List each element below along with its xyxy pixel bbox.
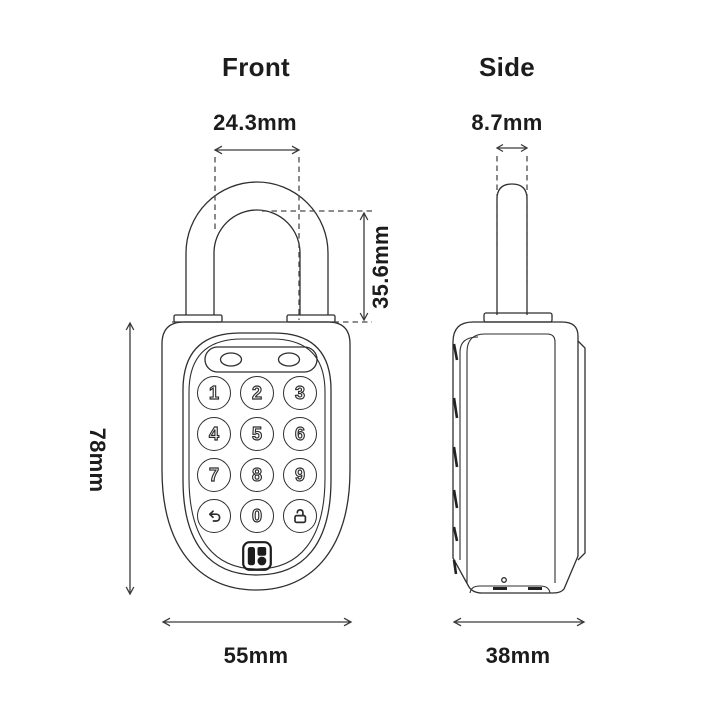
led-strip	[204, 346, 318, 373]
side-body-front-face-line	[459, 336, 479, 560]
dim-body-width-label: 55mm	[223, 643, 289, 668]
side-shackle-bar	[496, 183, 528, 315]
keypad-key-8: 8	[240, 458, 274, 492]
side-body-outline	[452, 321, 579, 594]
dim-body-depth-label: 38mm	[485, 643, 551, 668]
dim-shackle-width-label: 24.3mm	[213, 110, 297, 135]
dim-shackle-diameter-label: 8.7mm	[471, 110, 543, 135]
keypad-key-back	[197, 499, 231, 533]
side-bottom-port-cover	[469, 585, 551, 594]
front-shackle-outer	[185, 181, 329, 315]
dim-body-height-label: 78mm	[85, 427, 110, 493]
front-view-drawing	[161, 181, 351, 591]
side-body-back-bracket	[577, 340, 586, 561]
extension-lines	[172, 156, 528, 323]
keypad-key-7: 7	[197, 458, 231, 492]
dim-shackle-height-label: 35.6mm	[368, 225, 393, 309]
front-shackle-collar-right	[286, 314, 336, 323]
front-shackle-inner	[213, 209, 301, 315]
key-3-label: 3	[294, 383, 305, 403]
key-0-label: 0	[251, 506, 262, 526]
key-8-label: 8	[251, 465, 262, 485]
arrow-shackle-width	[213, 145, 301, 155]
dimension-lines	[125, 143, 586, 627]
keypad-key-0: 0	[240, 499, 274, 533]
led-right-icon	[277, 352, 301, 367]
undo-arrow-icon	[208, 510, 221, 522]
arrow-body-depth	[452, 617, 586, 627]
key-1-label: 1	[208, 383, 219, 403]
led-left-icon	[219, 352, 243, 367]
key-9-label: 9	[294, 465, 305, 485]
side-view-drawing	[452, 183, 586, 594]
arrow-shackle-height	[359, 211, 369, 322]
key-6-label: 6	[294, 424, 305, 444]
keypad-key-unlock	[283, 499, 317, 533]
side-reset-hole-icon	[501, 577, 507, 583]
keypad-key-9: 9	[283, 458, 317, 492]
side-view-title: Side	[478, 52, 536, 82]
igloohome-logo-icon	[242, 541, 272, 571]
keypad-panel-inner	[188, 338, 326, 570]
keypad-key-6: 6	[283, 417, 317, 451]
keypad-key-5: 5	[240, 417, 274, 451]
keypad-panel-outer	[182, 332, 332, 576]
side-shackle-collar	[483, 312, 553, 323]
front-shackle-collar-left	[173, 314, 223, 323]
side-body-inner-contour	[466, 333, 556, 583]
keypad-key-3: 3	[283, 376, 317, 410]
unlock-icon	[294, 509, 307, 524]
front-view-title: Front	[222, 52, 290, 82]
side-key-bump-marks	[452, 343, 459, 575]
key-2-label: 2	[251, 383, 262, 403]
key-7-label: 7	[208, 465, 219, 485]
arrow-shackle-diameter	[495, 143, 529, 153]
keypad-key-4: 4	[197, 417, 231, 451]
key-4-label: 4	[208, 424, 219, 444]
key-5-label: 5	[251, 424, 262, 444]
keypad-key-2: 2	[240, 376, 274, 410]
arrow-body-width	[161, 617, 353, 627]
keypad-key-1: 1	[197, 376, 231, 410]
arrow-body-height	[125, 321, 135, 596]
